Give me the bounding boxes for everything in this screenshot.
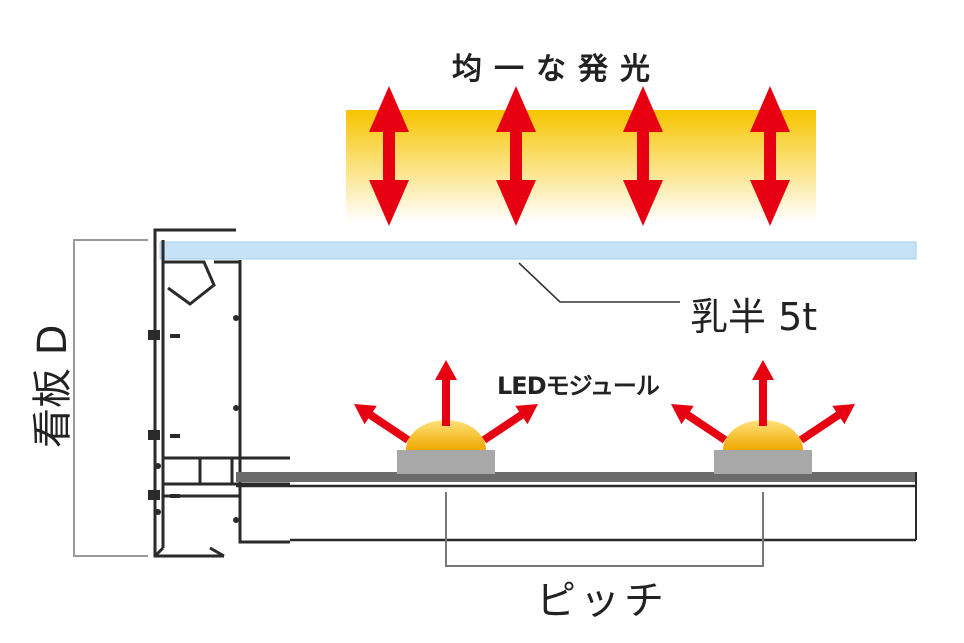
led-module-label: LEDモジュール (497, 372, 660, 400)
led-modules-group (354, 360, 855, 474)
led-base (714, 450, 812, 474)
up-arrows-group (369, 86, 790, 226)
glow-band (346, 110, 816, 222)
uniform-glow-title: 均一な発光 (452, 52, 662, 87)
depth-bracket (73, 239, 148, 557)
emission-arrow-icon (752, 360, 774, 426)
led-dome (723, 420, 803, 450)
up-arrow-icon (369, 86, 409, 226)
emission-arrow-icon (481, 404, 538, 444)
diffuser-leader-line (518, 262, 680, 303)
diffuser-label: 乳半 5t (690, 295, 818, 339)
up-arrow-icon (623, 86, 663, 226)
pitch-bracket (445, 492, 764, 567)
led-module (354, 360, 538, 474)
led-dome (406, 420, 486, 450)
emission-arrow-icon (435, 360, 457, 426)
led-module (671, 360, 855, 474)
emission-arrow-icon (354, 404, 411, 444)
emission-arrow-icon (798, 404, 855, 444)
diffuser-panel (159, 241, 917, 260)
sign-depth-label: 看板 D (30, 324, 76, 448)
sign-frame-profile (153, 228, 290, 558)
emission-arrow-icon (671, 404, 728, 444)
frame-screws (148, 315, 239, 523)
led-base (397, 450, 495, 474)
pitch-label: ピッチ (536, 578, 668, 624)
led-board (236, 472, 916, 482)
up-arrow-icon (496, 86, 536, 226)
up-arrow-icon (750, 86, 790, 226)
